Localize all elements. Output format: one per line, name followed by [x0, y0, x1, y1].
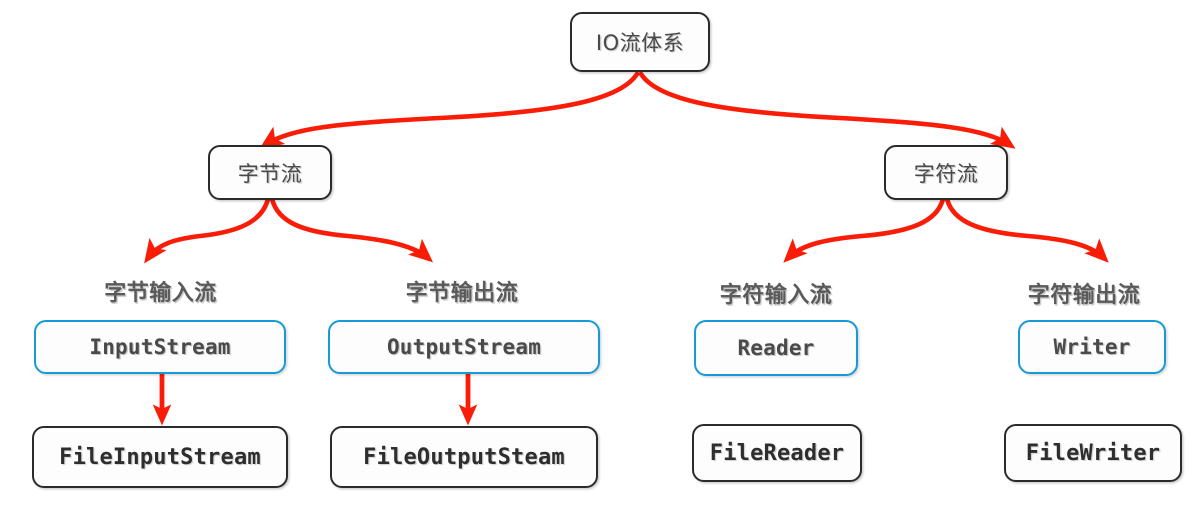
caption-byte-output-stream: 字节输出流	[405, 281, 519, 306]
node-writer[interactable]: Writer	[1018, 320, 1166, 374]
caption-char-output-stream: 字符输出流	[1027, 283, 1141, 308]
node-fileoutputsteam[interactable]: FileOutputSteam	[330, 426, 598, 488]
node-reader[interactable]: Reader	[694, 320, 858, 376]
node-label: OutputStream	[386, 335, 542, 359]
node-byte-stream[interactable]: 字节流	[208, 145, 332, 200]
node-label: IO流体系	[595, 31, 685, 55]
node-label: FileInputStream	[59, 444, 261, 470]
node-label: 字节流	[237, 161, 303, 186]
node-inputstream[interactable]: InputStream	[34, 320, 286, 374]
caption-byte-input-stream: 字节输入流	[104, 281, 217, 306]
node-filereader[interactable]: FileReader	[692, 424, 862, 482]
edge-char-to-char-input	[783, 196, 946, 263]
edge-root-to-char-stream	[638, 71, 1016, 149]
node-label: InputStream	[89, 335, 231, 359]
node-label: Writer	[1053, 335, 1131, 359]
node-label: FileOutputSteam	[363, 444, 565, 470]
edge-root-to-byte-stream	[259, 71, 640, 149]
edge-byte-to-byte-output	[269, 196, 434, 263]
node-io-stream-system[interactable]: IO流体系	[570, 12, 710, 72]
node-outputstream[interactable]: OutputStream	[328, 320, 600, 374]
node-label: Reader	[737, 336, 815, 360]
node-char-stream[interactable]: 字符流	[884, 145, 1008, 200]
edge-byte-to-byte-input	[144, 196, 271, 264]
node-label: FileWriter	[1025, 440, 1161, 466]
node-label: 字符流	[913, 161, 979, 186]
caption-char-input-stream: 字符输入流	[719, 283, 833, 308]
edge-char-to-char-output	[944, 196, 1109, 263]
node-label: FileReader	[709, 440, 845, 466]
node-filewriter[interactable]: FileWriter	[1004, 424, 1182, 482]
node-fileinputstream[interactable]: FileInputStream	[32, 426, 288, 488]
